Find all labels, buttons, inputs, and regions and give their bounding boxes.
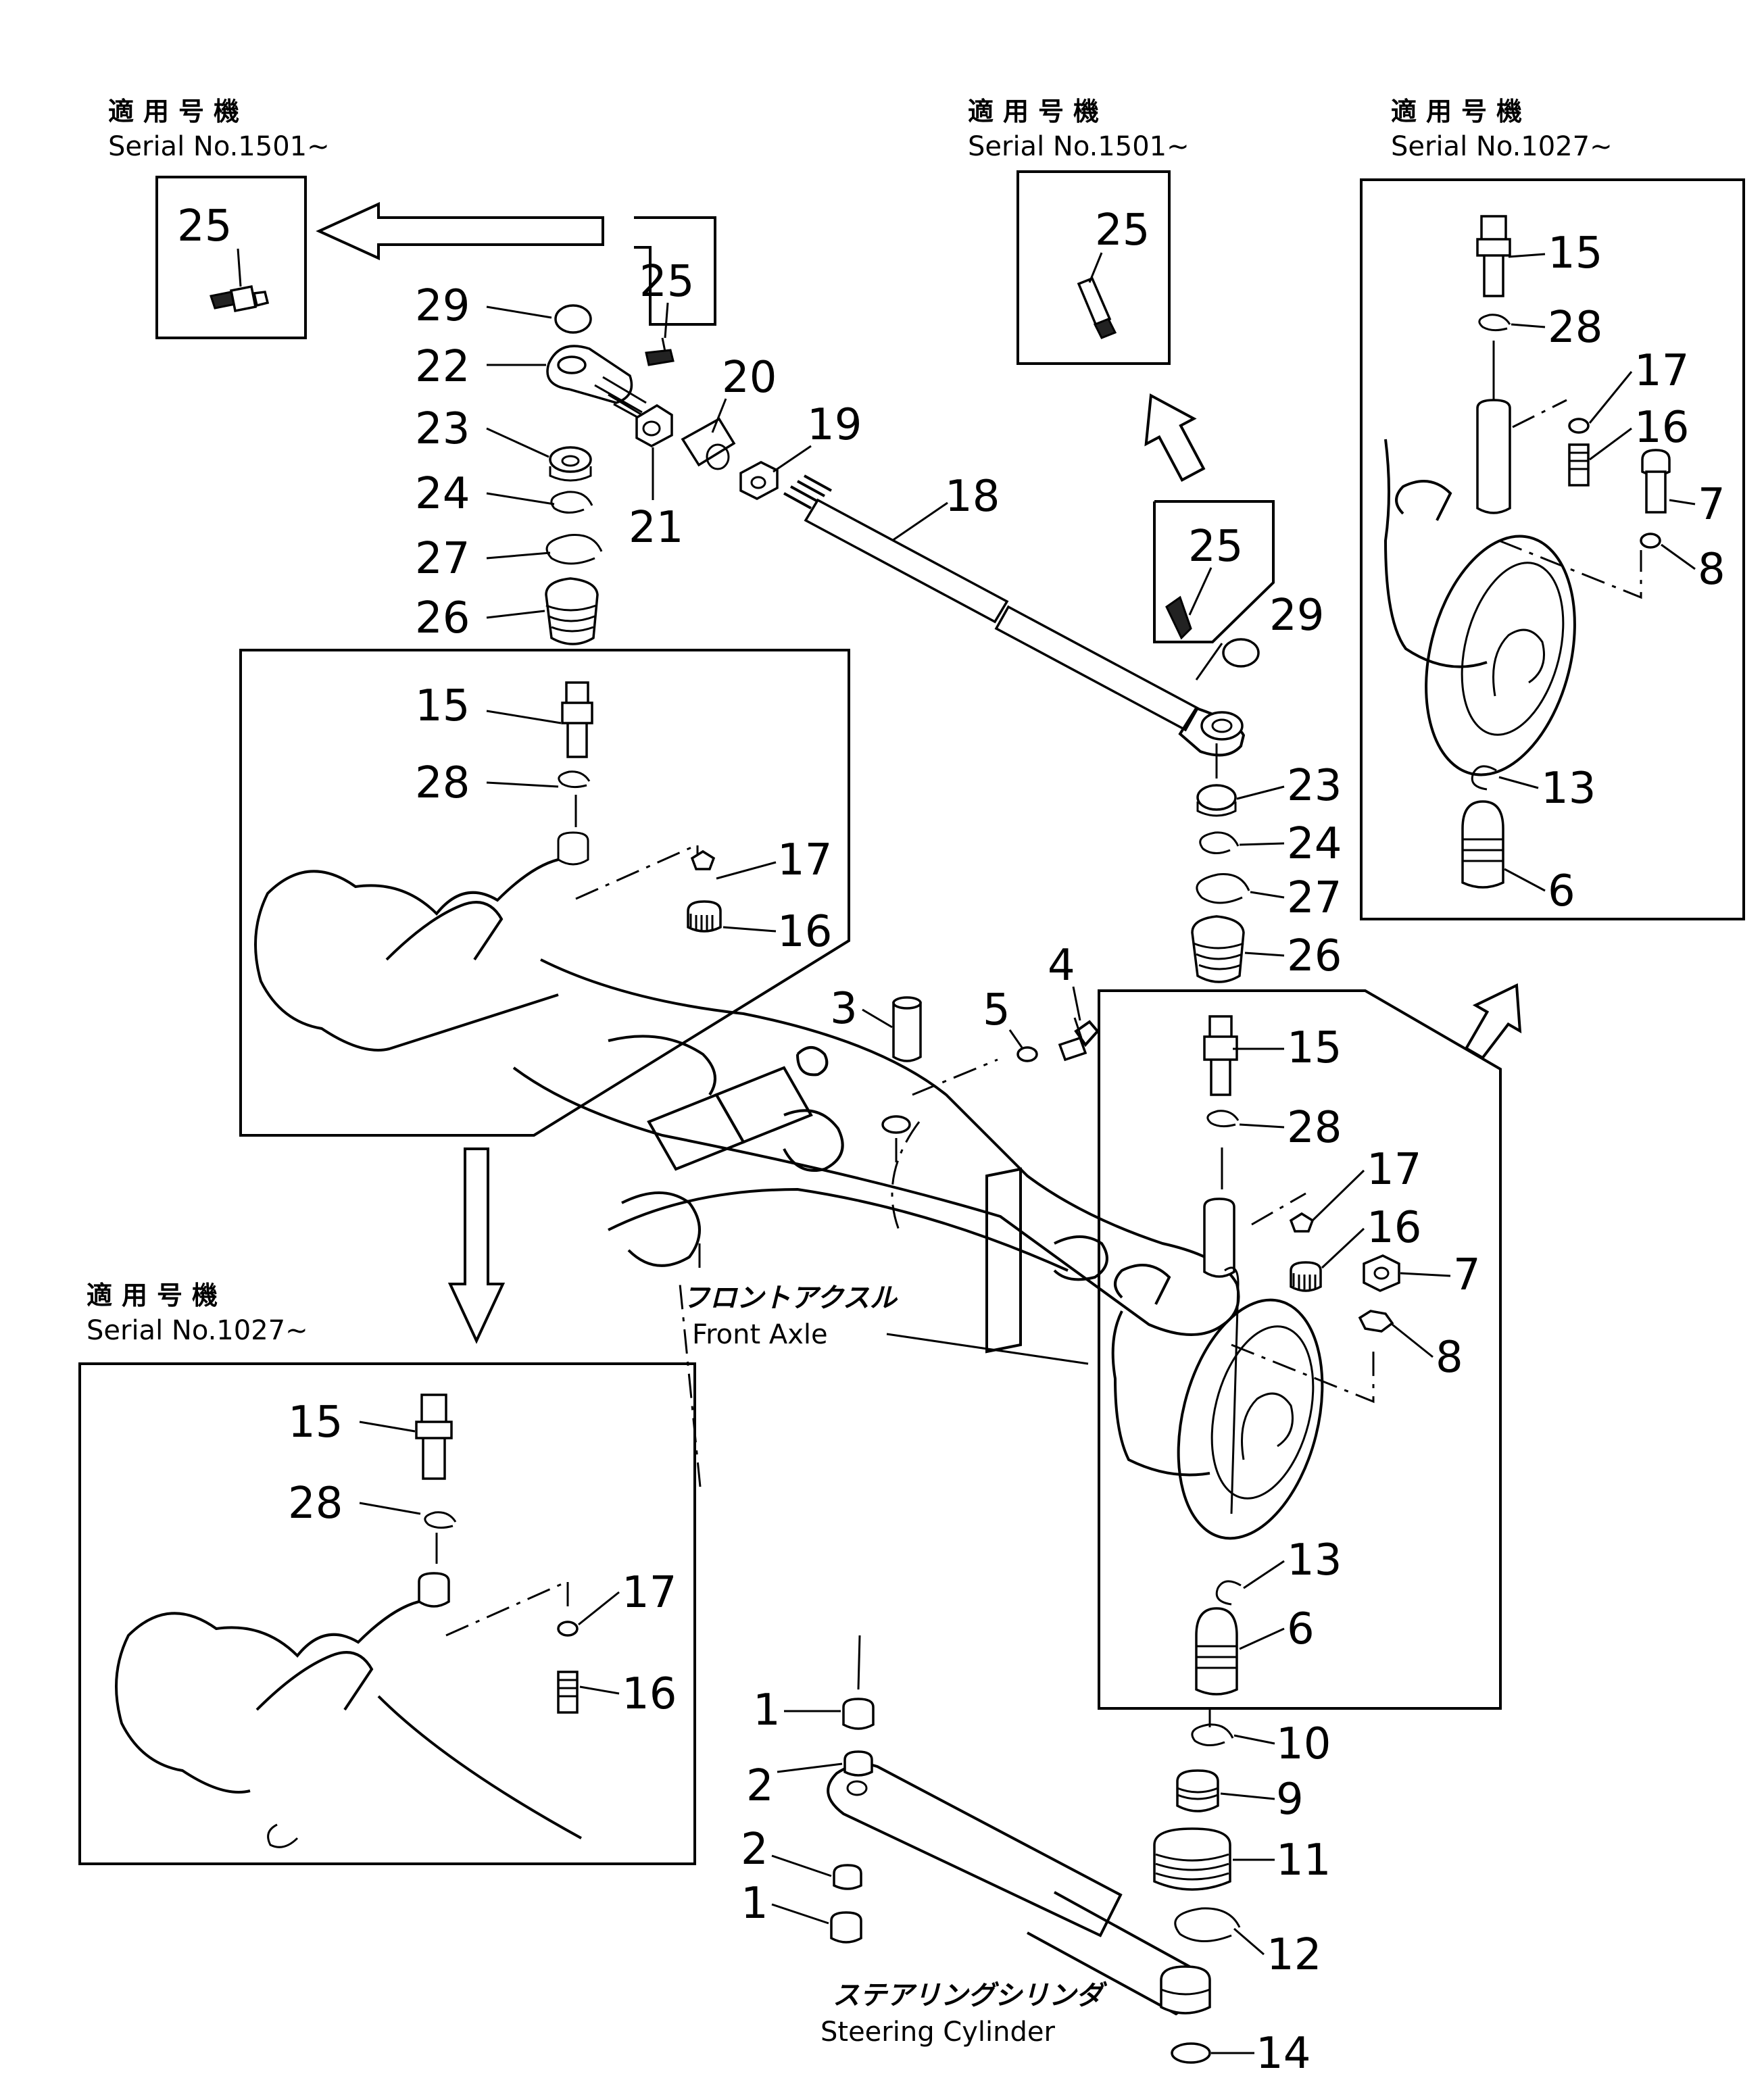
callout-25: 25	[177, 201, 232, 251]
callout-23: 23	[415, 404, 470, 454]
callout-26: 26	[1287, 931, 1342, 981]
callout-25: 25	[1188, 522, 1243, 572]
callout-3: 3	[830, 984, 858, 1034]
detail-box-top-right	[1360, 178, 1745, 920]
callout-2: 2	[741, 1825, 768, 1875]
arrow-up-right-icon	[1464, 983, 1522, 1060]
callout-25: 25	[639, 257, 694, 307]
steering-cylinder-caption-jp: ステアリングシリンダ	[833, 1980, 1108, 2011]
callout-10: 10	[1276, 1719, 1331, 1769]
callout-9: 9	[1276, 1775, 1304, 1825]
callout-18: 18	[945, 472, 1000, 522]
serial-label-top-right: Serial No.1027~	[1391, 131, 1613, 162]
callout-28: 28	[288, 1479, 343, 1529]
detail-box-top-middle	[1016, 170, 1171, 365]
inset-bracket-25-top	[634, 216, 716, 326]
callout-28: 28	[1287, 1103, 1342, 1153]
jp-header-top-left: 適用号機	[108, 97, 249, 126]
callout-17: 17	[777, 835, 832, 885]
front-axle-caption-jp: フロントアクスル	[683, 1283, 898, 1314]
callout-20: 20	[722, 353, 777, 403]
callout-15: 15	[415, 681, 470, 731]
callout-16: 16	[777, 907, 832, 957]
callout-8: 8	[1436, 1333, 1463, 1383]
detail-box-left-knuckle	[239, 649, 850, 1137]
callout-2: 2	[746, 1761, 774, 1811]
callout-5: 5	[983, 985, 1010, 1035]
jp-header-top-middle: 適用号機	[968, 97, 1108, 126]
callout-28: 28	[415, 758, 470, 808]
callout-28: 28	[1548, 303, 1602, 353]
callout-17: 17	[1634, 346, 1689, 396]
callout-4: 4	[1048, 941, 1075, 991]
callout-8: 8	[1698, 545, 1725, 595]
jp-header-top-right: 適用号機	[1391, 97, 1532, 126]
callout-13: 13	[1541, 764, 1596, 814]
callout-22: 22	[415, 342, 470, 392]
callout-25: 25	[1095, 205, 1150, 255]
serial-label-top-middle: Serial No.1501~	[968, 131, 1190, 162]
callout-6: 6	[1548, 866, 1575, 916]
callout-14: 14	[1256, 2029, 1310, 2074]
callout-7: 7	[1698, 480, 1725, 530]
callout-1: 1	[753, 1685, 781, 1735]
detail-box-top-left	[155, 176, 307, 339]
callout-19: 19	[807, 400, 862, 450]
front-axle-caption-en: Front Axle	[692, 1319, 828, 1350]
callout-13: 13	[1287, 1535, 1342, 1585]
callout-27: 27	[415, 534, 470, 584]
serial-label-lower-left: Serial No.1027~	[87, 1315, 308, 1346]
callout-11: 11	[1276, 1835, 1331, 1885]
inset-bracket-25-right	[1153, 500, 1275, 643]
callout-21: 21	[629, 503, 683, 553]
jp-header-lower-left: 適用号機	[87, 1281, 227, 1310]
detail-box-right-knuckle	[1098, 989, 1502, 1710]
callout-29: 29	[1269, 591, 1324, 641]
callout-27: 27	[1287, 873, 1342, 923]
callout-16: 16	[1634, 403, 1689, 453]
detail-box-lower-left	[78, 1362, 696, 1865]
callout-26: 26	[415, 593, 470, 643]
callout-16: 16	[1367, 1203, 1421, 1253]
callout-15: 15	[288, 1398, 343, 1448]
callout-12: 12	[1267, 1930, 1321, 1980]
steering-cylinder-caption-en: Steering Cylinder	[820, 2017, 1055, 2048]
callout-15: 15	[1287, 1023, 1342, 1073]
callout-15: 15	[1548, 228, 1602, 278]
arrow-up-left-icon	[1144, 393, 1206, 482]
callout-29: 29	[415, 281, 470, 331]
callout-24: 24	[1287, 819, 1342, 869]
arrow-left-icon	[316, 201, 604, 261]
arrow-down-icon	[447, 1147, 506, 1344]
callout-7: 7	[1453, 1250, 1481, 1300]
callout-6: 6	[1287, 1604, 1315, 1654]
callout-17: 17	[622, 1568, 677, 1618]
callout-24: 24	[415, 469, 470, 519]
callout-23: 23	[1287, 761, 1342, 811]
callout-1: 1	[741, 1879, 768, 1929]
serial-label-top-left: Serial No.1501~	[108, 131, 330, 162]
callout-17: 17	[1367, 1145, 1421, 1195]
callout-16: 16	[622, 1669, 677, 1719]
